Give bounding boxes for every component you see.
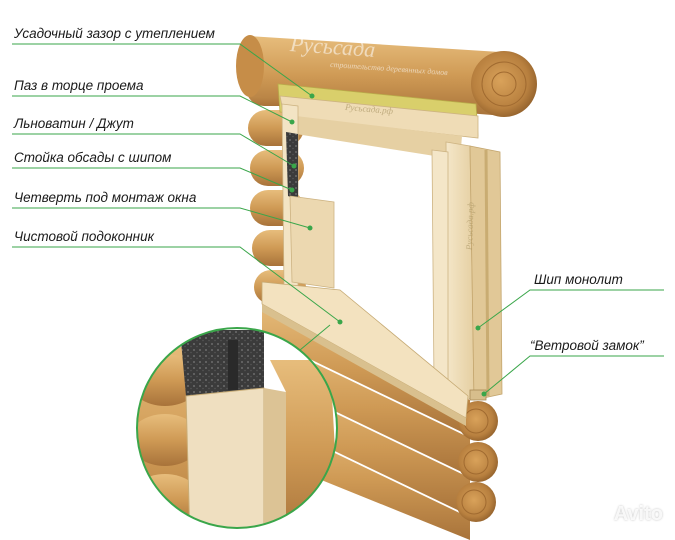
label-groove: Паз в торце проема <box>14 78 144 93</box>
finish-sill-edge <box>262 304 466 426</box>
zoom-log <box>137 414 201 466</box>
label-quarter: Четверть под монтаж окна <box>14 190 197 205</box>
zoom-detail-circle <box>136 324 338 529</box>
right-casing-post <box>445 141 475 401</box>
leader-sill <box>12 246 341 323</box>
log-ring <box>461 489 487 515</box>
top-log-left-end <box>236 35 264 97</box>
right-casing-inner <box>431 149 449 393</box>
leader-tenon <box>477 289 664 329</box>
window-casing-frame <box>261 95 503 426</box>
label-flax: Льноватин / Джут <box>14 116 134 131</box>
avito-watermark: Avito <box>613 503 663 525</box>
zoom-casing-side <box>264 388 286 528</box>
log-ring <box>463 449 489 475</box>
label-wind-lock: “Ветровой замок” <box>530 338 644 353</box>
log-ring <box>491 71 517 97</box>
leader-groove <box>12 95 293 123</box>
log-end <box>456 482 496 522</box>
tenon-groove <box>484 149 490 397</box>
top-log-end <box>471 51 537 117</box>
finish-sill <box>261 281 469 419</box>
log-end <box>458 442 498 482</box>
quarter-board <box>289 195 335 289</box>
zoom-connector <box>299 324 331 351</box>
label-post: Стойка обсады с шипом <box>14 150 172 165</box>
zoom-casing-post <box>185 387 265 528</box>
leader-wind-lock <box>483 355 664 395</box>
leader-shrink-gap <box>12 43 313 97</box>
leader-post <box>12 167 293 191</box>
top-casing-inner <box>296 116 462 160</box>
leader-flax <box>12 133 295 167</box>
label-sill: Чистовой подоконник <box>14 229 154 244</box>
leader-quarter <box>12 207 311 229</box>
leader-lines <box>12 43 664 395</box>
label-tenon: Шип монолит <box>534 272 623 287</box>
log-end <box>458 401 498 441</box>
watermark-vertical: Русьсада.рф <box>464 201 476 251</box>
zoom-outline <box>136 327 338 529</box>
log-ring <box>481 61 527 107</box>
label-shrink-gap: Усадочный зазор с утеплением <box>14 26 215 41</box>
leader-dots <box>289 93 487 397</box>
zoom-jute <box>180 330 264 396</box>
zoom-tenon <box>228 340 238 390</box>
